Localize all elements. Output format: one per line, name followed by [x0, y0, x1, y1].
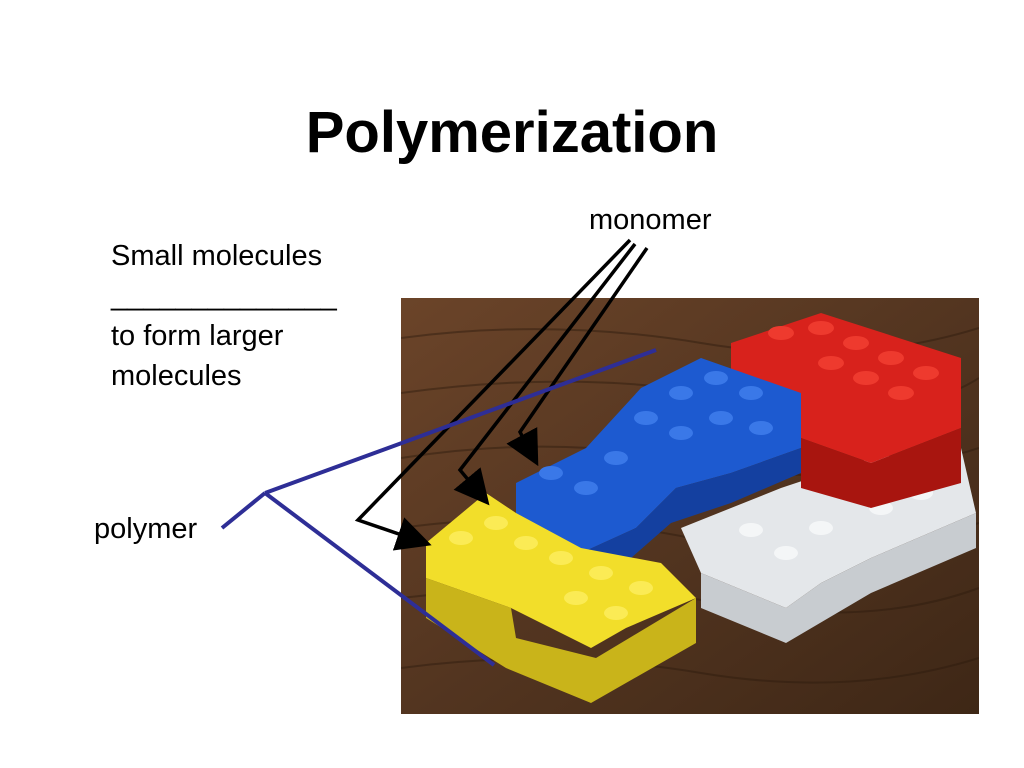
- monomer-label: monomer: [589, 203, 712, 237]
- intro-line-3: to form larger: [111, 316, 411, 356]
- lego-bricks-photo: [401, 298, 979, 714]
- polymer-bracket-stem: [222, 493, 265, 528]
- intro-text: Small molecules ______________ to form l…: [111, 236, 411, 396]
- intro-line-1: Small molecules: [111, 236, 411, 276]
- slide-title: Polymerization: [0, 98, 1024, 168]
- polymer-label: polymer: [94, 512, 197, 546]
- intro-line-4: molecules: [111, 356, 411, 396]
- intro-line-blank: ______________: [111, 276, 411, 316]
